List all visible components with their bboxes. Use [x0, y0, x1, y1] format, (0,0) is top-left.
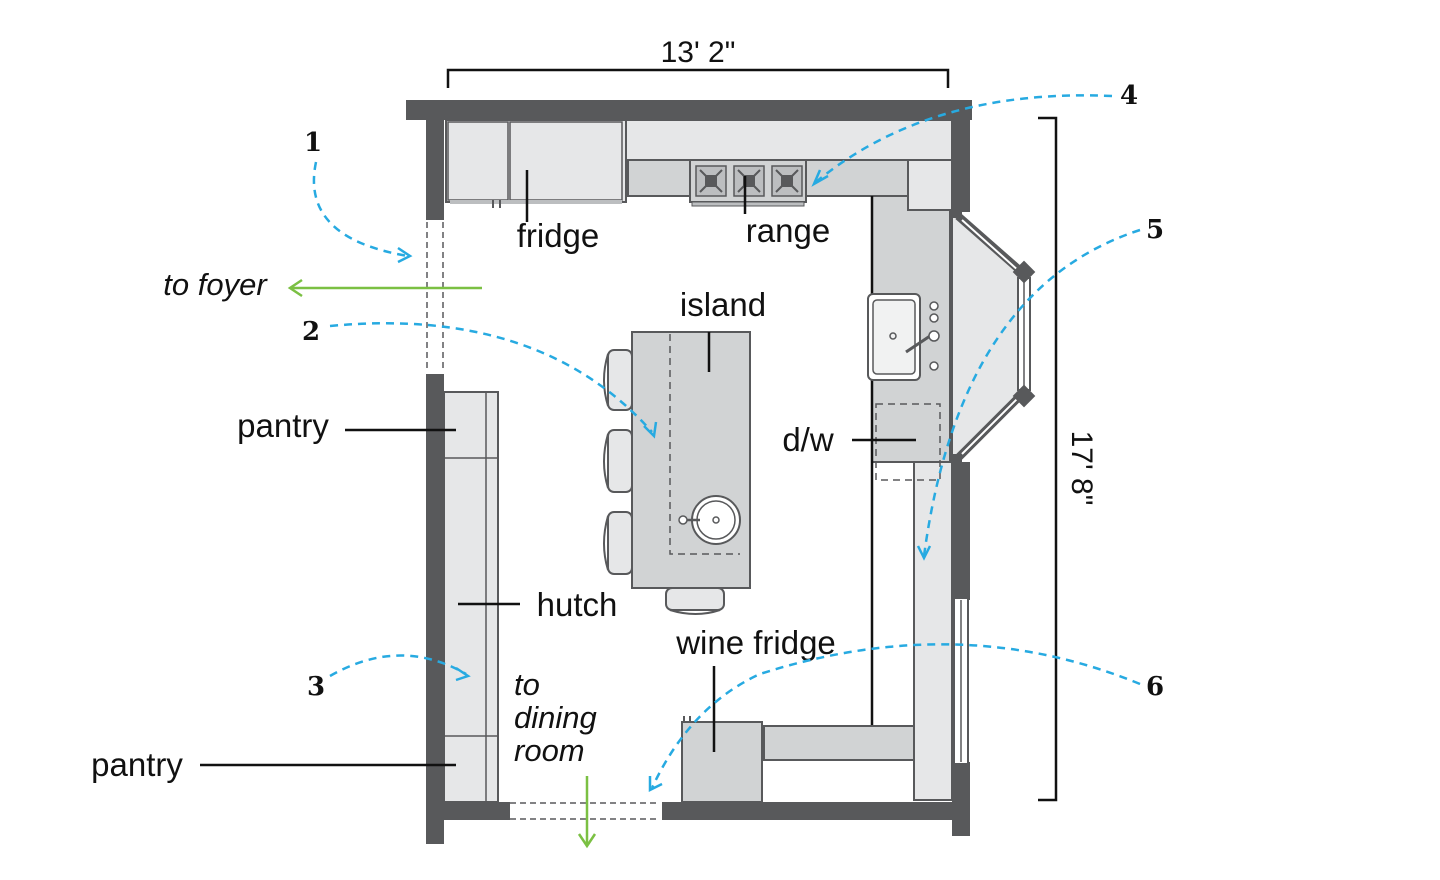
pantry-bottom-label: pantry	[91, 746, 183, 783]
stool	[665, 587, 725, 611]
dishwasher-label: d/w	[782, 421, 834, 458]
hutch-label: hutch	[537, 586, 618, 623]
right-wall-lower	[952, 762, 970, 836]
bottom-wall-left	[426, 802, 510, 820]
viewpoint-arrow-1	[312, 161, 413, 264]
top-wall	[406, 100, 972, 120]
viewpoint-5: 5	[1146, 215, 1164, 245]
wine-fridge	[681, 716, 763, 803]
viewpoint-2: 2	[302, 317, 320, 347]
top-counter-back	[625, 119, 953, 161]
viewpoint-1: 1	[304, 128, 322, 158]
bottom-wall-right	[662, 802, 970, 820]
to-foyer-label: to foyer	[163, 267, 268, 302]
wine-fridge-label: wine fridge	[675, 624, 836, 661]
stools	[603, 349, 725, 615]
viewpoint-arrow-2	[329, 322, 658, 439]
label-leaders	[200, 170, 916, 767]
foyer-opening	[426, 222, 444, 372]
viewpoint-arrow-5	[916, 228, 1141, 561]
to-dining-label-line1: to	[514, 667, 540, 702]
to-dining-arrow	[577, 776, 597, 849]
viewpoint-6: 6	[1146, 672, 1164, 702]
viewpoint-3: 3	[307, 672, 325, 702]
range-label: range	[746, 212, 830, 249]
stool	[607, 429, 633, 493]
to-dining-label-line3: room	[514, 733, 585, 768]
fridge	[445, 119, 627, 208]
range	[689, 159, 807, 207]
walls	[406, 100, 972, 844]
stool	[607, 511, 633, 575]
bay-window	[948, 204, 1036, 468]
to-foyer-arrow	[287, 278, 482, 298]
viewpoint-arrow-3	[329, 654, 471, 682]
dishwasher	[875, 403, 941, 481]
pantry-top-label: pantry	[237, 407, 329, 444]
sink	[867, 293, 940, 381]
width-dimension: 13' 2"	[446, 36, 950, 88]
to-dining-label-line2: dining	[514, 700, 597, 735]
height-dimension: 17' 8"	[1038, 116, 1098, 802]
viewpoint-arrow-6	[648, 643, 1141, 793]
island	[631, 331, 751, 589]
left-wall-upper	[426, 100, 444, 220]
dining-opening	[510, 802, 660, 820]
viewpoint-4: 4	[1120, 81, 1138, 111]
fridge-label: fridge	[517, 217, 600, 254]
width-dimension-label: 13' 2"	[661, 36, 736, 69]
island-label: island	[680, 286, 766, 323]
right-wall-mid	[952, 462, 970, 600]
right-window	[953, 597, 969, 765]
height-dimension-label: 17' 8"	[1065, 431, 1098, 506]
left-cabinets	[443, 391, 499, 803]
right-wall-upper	[952, 100, 970, 212]
viewpoint-arrow-4	[811, 94, 1113, 187]
left-wall-lower	[426, 374, 444, 844]
